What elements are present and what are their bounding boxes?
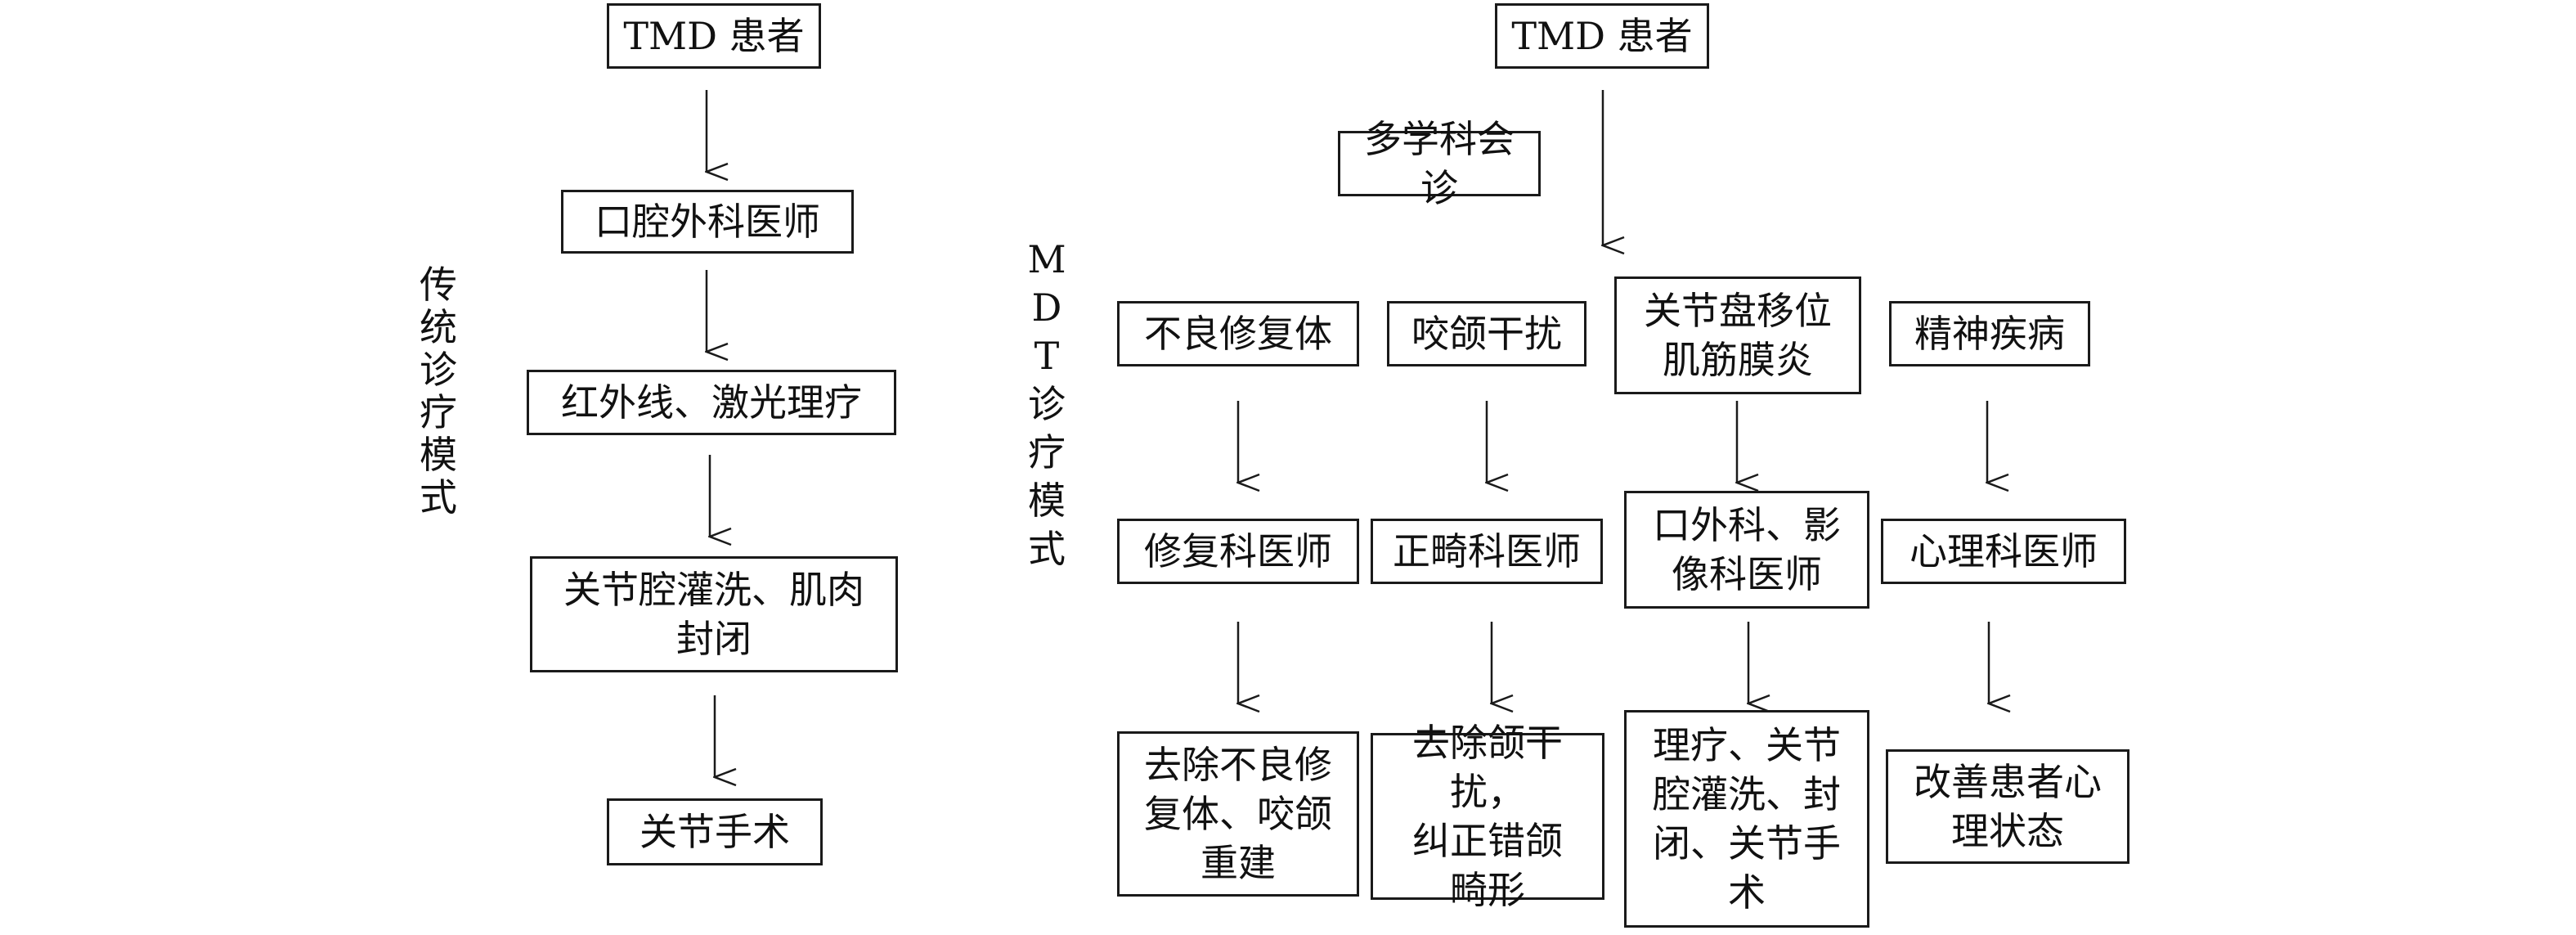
treatment-box-restoration: 去除不良修 复体、咬颌 重建 <box>1117 731 1359 897</box>
condition-text: 精神疾病 <box>1914 312 2065 356</box>
treatment-box-joint: 理疗、关节 腔灌洗、封 闭、关节手 术 <box>1624 710 1869 928</box>
doctor-box-surgeon-radiologist: 口外科、影 像科医师 <box>1624 491 1869 609</box>
traditional-patient-text: TMD 患者 <box>623 14 805 58</box>
joint-surgery-box: 关节手术 <box>607 798 823 865</box>
condition-text: 关节盘移位 肌筋膜炎 <box>1644 289 1832 382</box>
doctor-text: 正畸科医师 <box>1393 529 1581 573</box>
doctor-box-prosthodontist: 修复科医师 <box>1117 519 1359 584</box>
treatment-text: 理疗、关节 腔灌洗、封 闭、关节手 术 <box>1653 723 1841 915</box>
treatment-box-psychology: 改善患者心 理状态 <box>1886 749 2129 864</box>
condition-box-disc: 关节盘移位 肌筋膜炎 <box>1614 276 1861 394</box>
mdt-patient-text: TMD 患者 <box>1511 14 1693 58</box>
treatment-box-occlusion: 去除颌干扰， 纠正错颌 畸形 <box>1371 721 1604 912</box>
traditional-patient-box: TMD 患者 <box>607 3 821 69</box>
oral-surgeon-text: 口腔外科医师 <box>595 200 820 244</box>
mdt-patient-box: TMD 患者 <box>1495 3 1709 69</box>
doctor-text: 口外科、影 像科医师 <box>1653 503 1841 596</box>
joint-lavage-box: 关节腔灌洗、肌肉 封闭 <box>530 556 898 672</box>
condition-text: 不良修复体 <box>1144 312 1332 356</box>
physiotherapy-text: 红外线、激光理疗 <box>561 380 862 425</box>
physiotherapy-box: 红外线、激光理疗 <box>527 370 896 435</box>
consultation-box: 多学科会诊 <box>1338 117 1541 210</box>
oral-surgeon-box: 口腔外科医师 <box>561 190 854 254</box>
traditional-mode-label: 传 统 诊 疗 模 式 <box>420 263 457 519</box>
treatment-text: 改善患者心 理状态 <box>1914 760 2102 853</box>
condition-text: 咬颌干扰 <box>1411 312 1562 356</box>
condition-box-mental: 精神疾病 <box>1889 301 2090 366</box>
mdt-mode-label: M D T 诊 疗 模 式 <box>1027 237 1066 571</box>
condition-box-occlusion: 咬颌干扰 <box>1387 301 1586 366</box>
doctor-text: 心理科医师 <box>1910 529 2098 573</box>
doctor-box-psychologist: 心理科医师 <box>1881 519 2126 584</box>
doctor-text: 修复科医师 <box>1144 529 1332 573</box>
joint-lavage-text: 关节腔灌洗、肌肉 封闭 <box>563 568 864 661</box>
consultation-text: 多学科会诊 <box>1364 117 1515 210</box>
condition-box-restoration: 不良修复体 <box>1117 301 1359 366</box>
joint-surgery-text: 关节手术 <box>640 810 790 854</box>
treatment-text: 去除不良修 复体、咬颌 重建 <box>1144 743 1332 885</box>
treatment-text: 去除颌干扰， 纠正错颌 畸形 <box>1412 721 1563 912</box>
doctor-box-orthodontist: 正畸科医师 <box>1371 519 1603 584</box>
